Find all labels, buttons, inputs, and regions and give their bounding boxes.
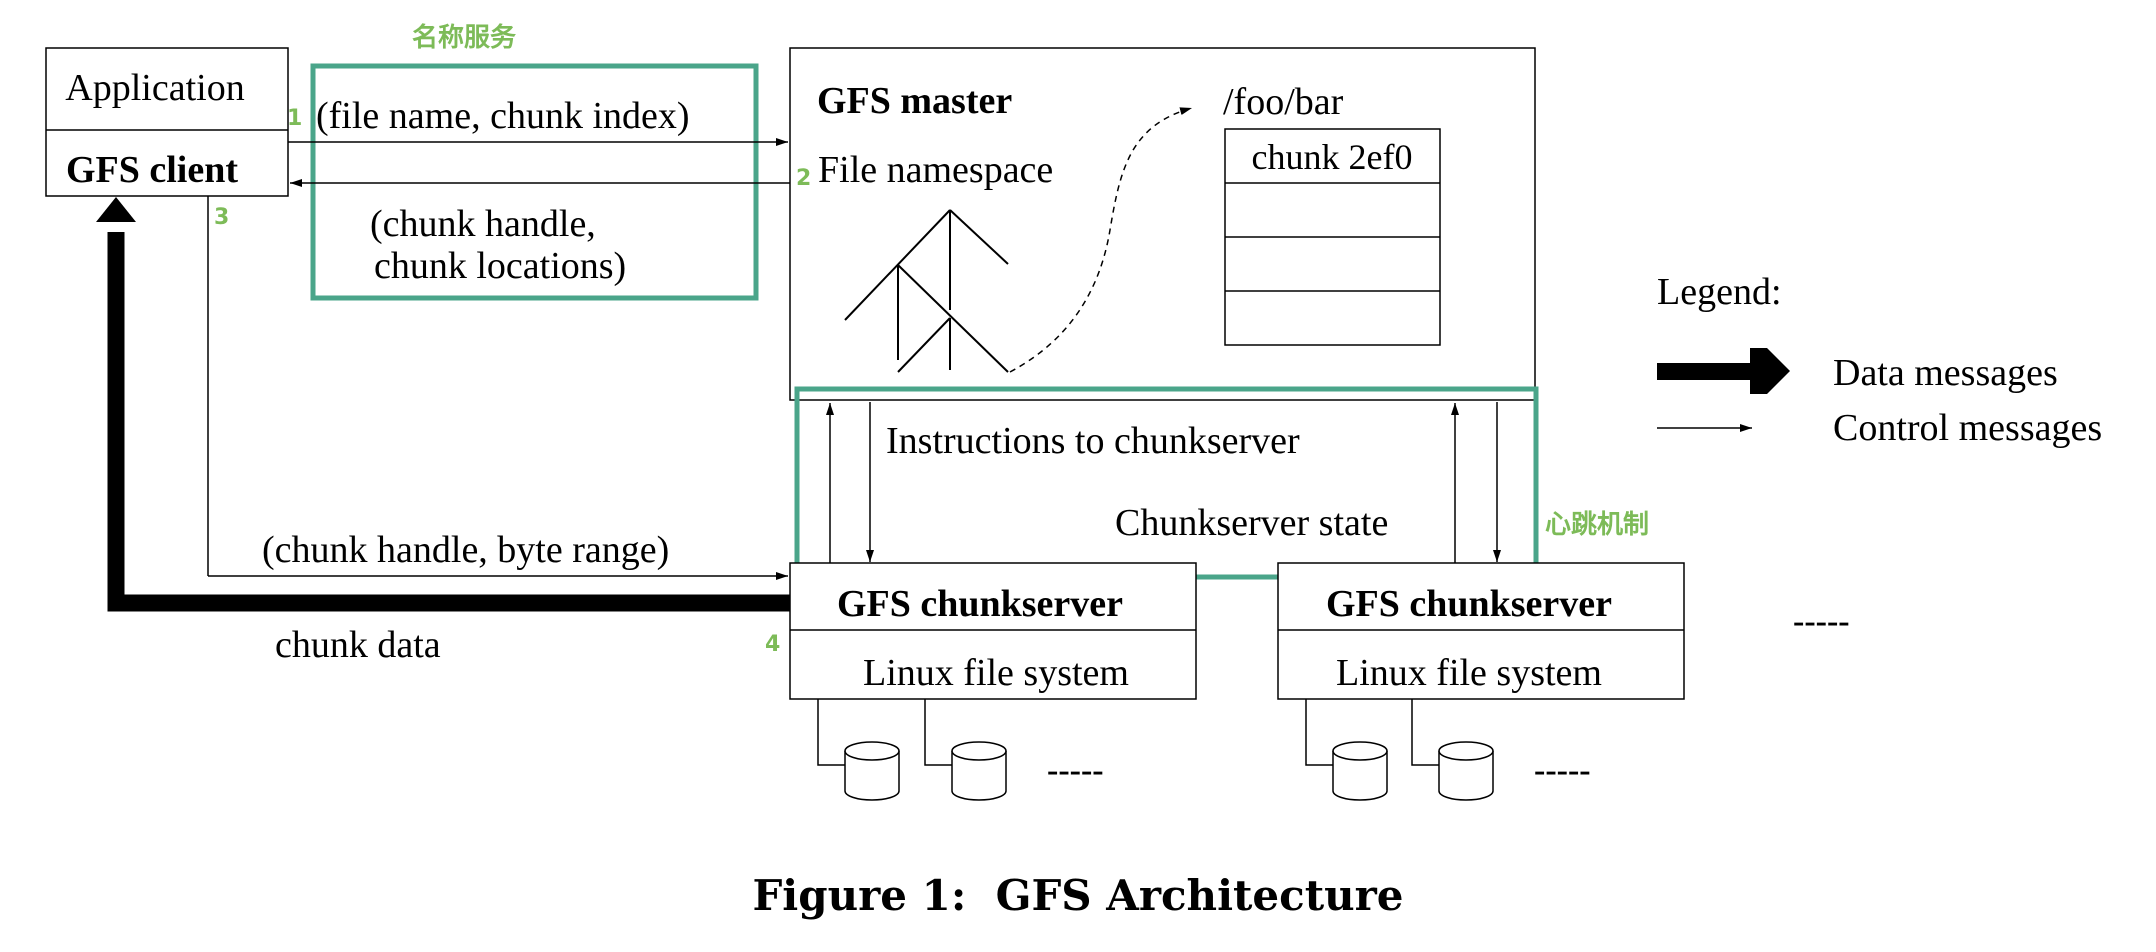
chunk-data-arrow — [107, 232, 790, 612]
chunkserver-2-fs-label: Linux file system — [1336, 652, 1602, 694]
data-request-message: (chunk handle, byte range) — [262, 529, 669, 571]
step-2-label: 2 — [796, 166, 811, 191]
reply-message-line2: chunk locations) — [374, 245, 626, 287]
namespace-tree-icon — [844, 209, 1009, 373]
name-service-annotation: 名称服务 — [412, 22, 516, 53]
state-message: Chunkserver state — [1115, 502, 1388, 544]
master-title: GFS master — [817, 80, 1012, 122]
master-box: GFS master File namespace /foo/bar chunk… — [789, 47, 1536, 401]
instructions-message: Instructions to chunkserver — [886, 420, 1300, 462]
legend: Legend: Data messages Control messages — [1657, 271, 2102, 449]
chunkserver-box-2: GFS chunkserver Linux file system — [1277, 562, 1685, 700]
disk-icon — [1438, 741, 1494, 801]
legend-title: Legend: — [1657, 271, 1782, 313]
chunk-label: chunk 2ef0 — [1252, 137, 1413, 177]
more-chunkservers-ellipsis: ----- — [1793, 603, 1850, 640]
name-service-highlight — [310, 63, 759, 301]
data-message-arrow-icon — [1657, 348, 1790, 394]
chunkserver-2-title: GFS chunkserver — [1326, 583, 1612, 625]
legend-data-messages: Data messages — [1833, 352, 2058, 394]
disk-icon — [844, 741, 900, 801]
heartbeat-annotation: 心跳机制 — [1545, 510, 1649, 540]
reply-message-line1: (chunk handle, — [370, 203, 596, 245]
gfs-client-label: GFS client — [66, 149, 238, 191]
request-message: (file name, chunk index) — [316, 95, 690, 137]
namespace-link-dashed — [1009, 107, 1193, 373]
step-4-label: 4 — [765, 632, 780, 657]
chunk-data-arrowhead — [96, 197, 136, 222]
chunkserver-1-fs-label: Linux file system — [863, 652, 1129, 694]
step-3-label: 3 — [214, 205, 229, 230]
chunkserver-1-title: GFS chunkserver — [837, 583, 1123, 625]
application-label: Application — [65, 67, 244, 109]
heartbeat-highlight — [794, 386, 1539, 580]
disk-icon — [1332, 741, 1388, 801]
chunkserver-box-1: GFS chunkserver Linux file system — [789, 562, 1197, 700]
chunkserver-2-disks-ellipsis: ----- — [1534, 752, 1591, 789]
legend-control-messages: Control messages — [1833, 407, 2102, 449]
file-path: /foo/bar — [1223, 81, 1344, 123]
figure-caption: Figure 1: GFS Architecture — [752, 871, 1403, 920]
disk-icon — [951, 741, 1007, 801]
client-box: Application GFS client — [45, 47, 289, 197]
namespace-label: File namespace — [818, 149, 1053, 191]
chunkserver-1-disks — [817, 699, 1007, 801]
chunkserver-2-disks — [1305, 699, 1494, 801]
chunkserver-1-disks-ellipsis: ----- — [1047, 752, 1104, 789]
chunk-data-label: chunk data — [275, 624, 441, 666]
chunk-table: chunk 2ef0 — [1224, 128, 1441, 346]
step-1-label: 1 — [287, 106, 302, 131]
